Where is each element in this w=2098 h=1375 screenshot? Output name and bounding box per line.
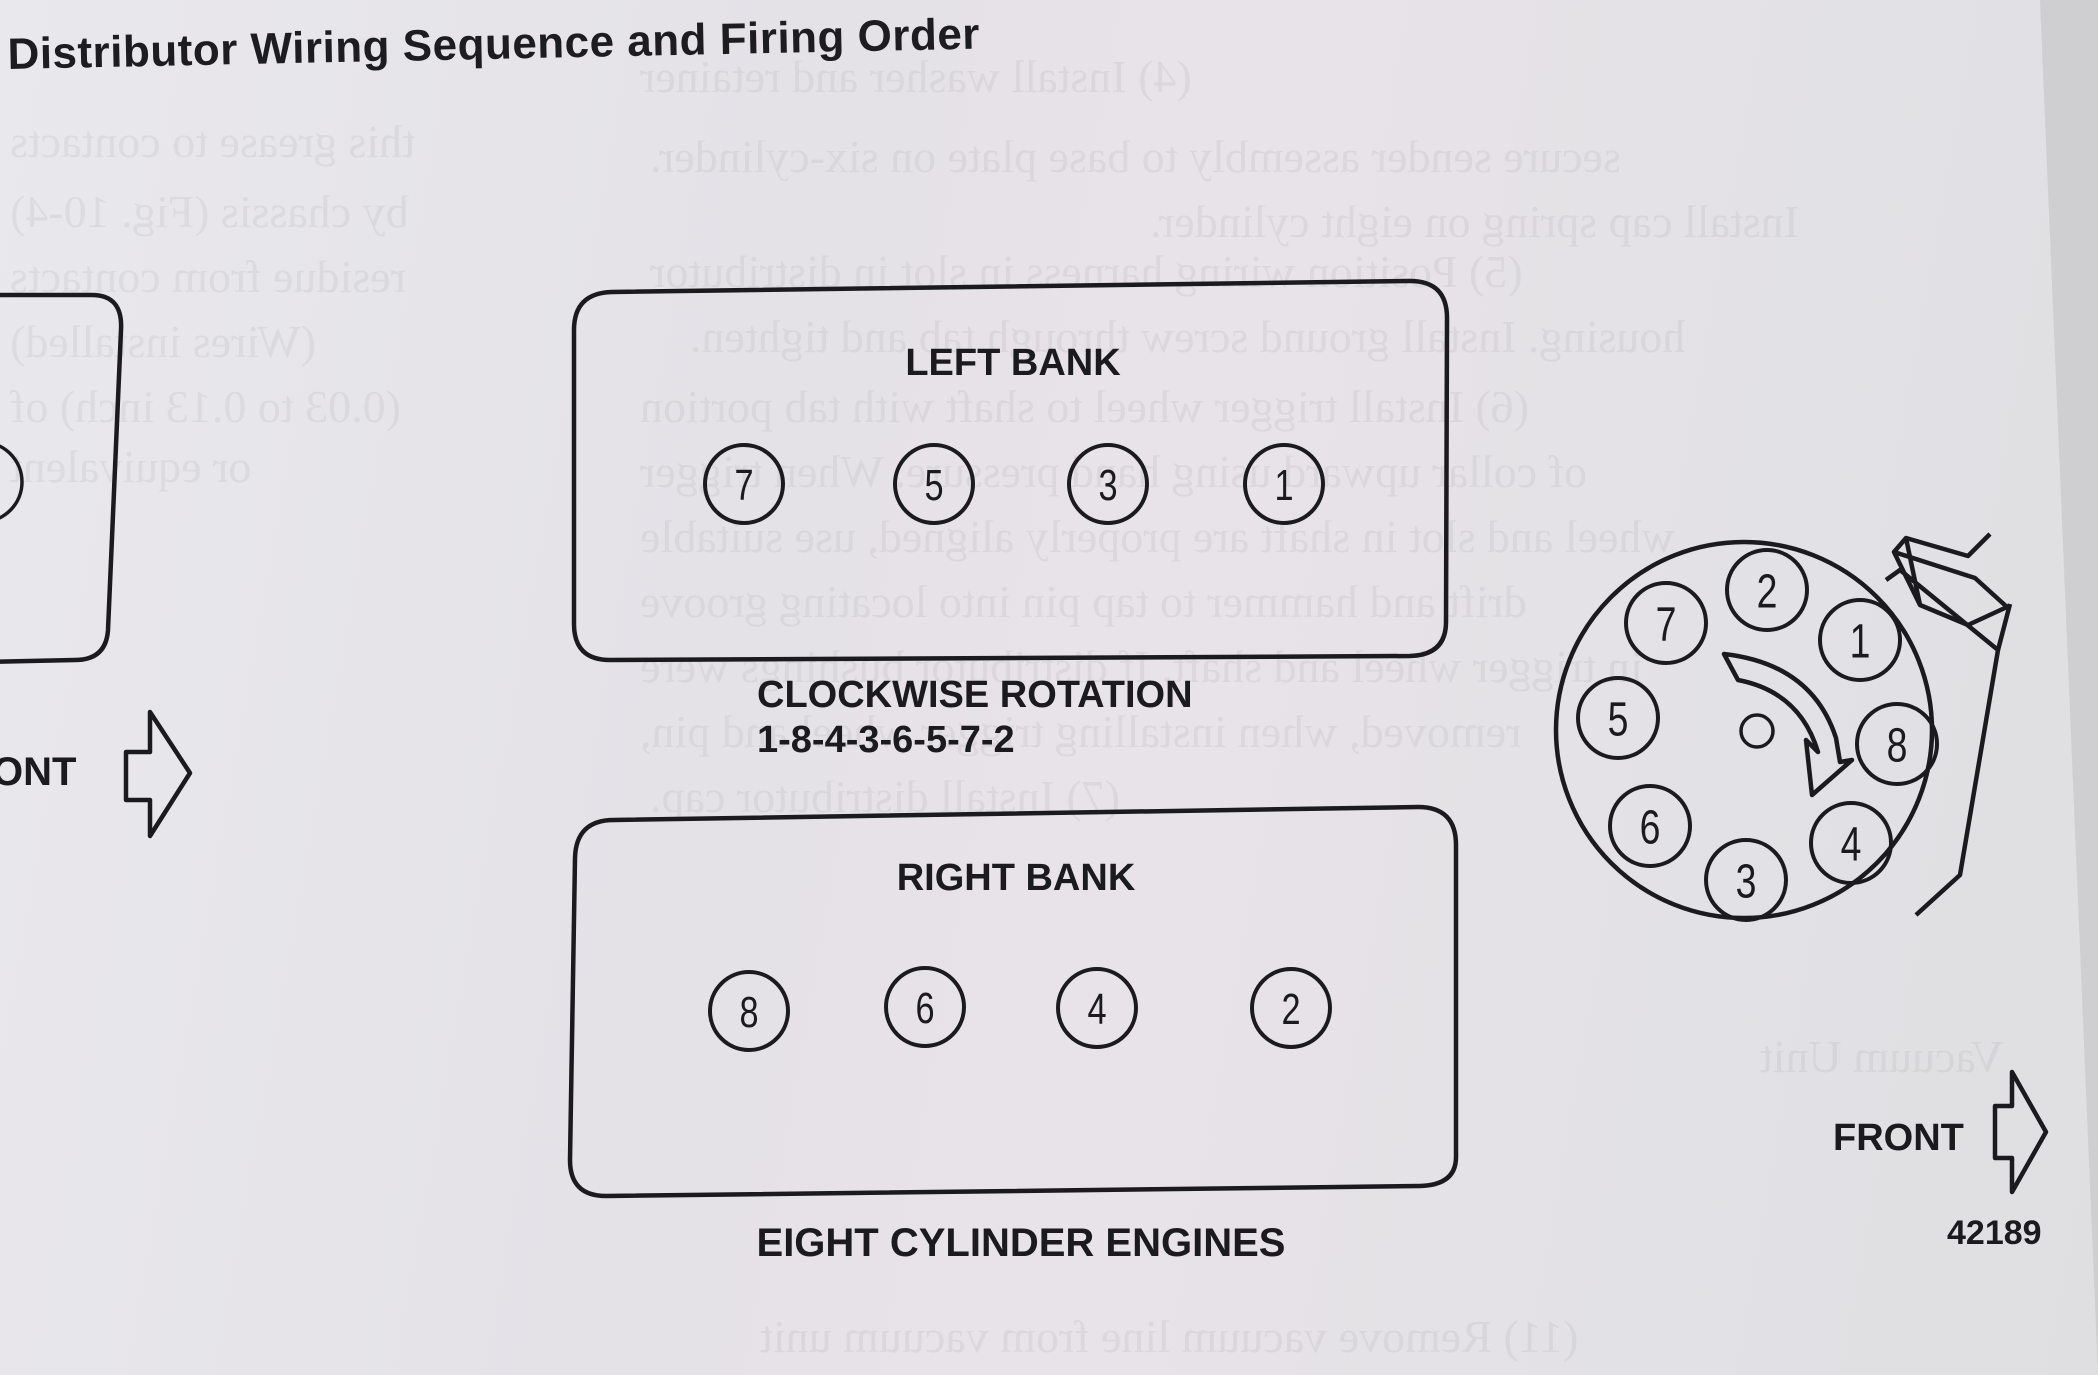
left-bank-label: LEFT BANK xyxy=(905,342,1121,384)
right-bank-cylinder-6: 6 xyxy=(884,966,966,1048)
distributor-terminal-4-circle xyxy=(1809,801,1893,885)
right-bank-cylinder-2: 2 xyxy=(1250,967,1332,1049)
left-bank-cylinder-7: 7 xyxy=(703,443,785,525)
distributor-terminal-8-number: 8 xyxy=(1887,719,1908,773)
distributor-terminal-1: 1 xyxy=(1818,598,1902,682)
front-label: FRONT xyxy=(1833,1117,1964,1159)
left-bank-cylinder-3: 3 xyxy=(1067,443,1149,525)
distributor-terminal-6-number: 6 xyxy=(1640,801,1661,855)
distributor-terminal-4-number: 4 xyxy=(1841,818,1862,872)
distributor-terminal-3-circle xyxy=(1704,838,1788,922)
right-bank-cylinder-4-circle xyxy=(1056,967,1138,1049)
distributor-terminal-4: 4 xyxy=(1809,801,1893,885)
distributor-terminal-1-circle xyxy=(1818,598,1902,682)
right-bank-cylinder-6-number: 6 xyxy=(915,984,934,1033)
distributor-terminal-5-circle xyxy=(1576,676,1660,760)
vacuum-advance-body xyxy=(1891,549,2010,628)
distributor-terminal-6: 6 xyxy=(1608,784,1692,868)
right-bank-cylinder-4: 4 xyxy=(1056,967,1138,1049)
figure-number: 42189 xyxy=(1947,1214,2042,1252)
right-bank-cylinder-2-number: 2 xyxy=(1281,985,1300,1034)
distributor-terminal-3-number: 3 xyxy=(1736,855,1757,909)
right-bank-box xyxy=(567,804,1459,1199)
left-bank-cylinder-7-number: 7 xyxy=(734,461,753,510)
distributor-terminal-1-number: 1 xyxy=(1850,615,1871,669)
clockwise-rotation-arrow-icon xyxy=(1721,651,1855,798)
firing-order: 1-8-4-3-6-5-7-2 xyxy=(757,719,1015,761)
distributor-center-pin xyxy=(1739,713,1775,749)
left-bank-cylinder-1: 1 xyxy=(1243,443,1325,525)
left-bank-cylinder-1-circle xyxy=(1243,443,1325,525)
distributor-terminal-7-number: 7 xyxy=(1656,598,1677,652)
front-label-partial: ONT xyxy=(0,750,76,794)
right-bank-cylinder-8: 8 xyxy=(708,970,790,1052)
left-bank-box xyxy=(571,278,1450,663)
distributor-terminal-2-number: 2 xyxy=(1757,565,1778,619)
right-bank-cylinder-4-number: 4 xyxy=(1087,985,1106,1034)
partial-cylinder-circle xyxy=(0,444,24,520)
distributor-terminal-5: 5 xyxy=(1576,676,1660,760)
right-bank-cylinder-8-circle xyxy=(708,970,790,1052)
right-bank-cylinder-8-number: 8 xyxy=(739,988,758,1037)
distributor-terminal-2-circle xyxy=(1725,548,1809,632)
distributor-terminal-7-circle xyxy=(1624,581,1708,665)
rotation-direction: CLOCKWISE ROTATION xyxy=(757,674,1193,716)
right-bank-cylinder-2-circle xyxy=(1250,967,1332,1049)
distributor-terminal-8: 8 xyxy=(1855,702,1939,786)
front-arrow-left-icon xyxy=(123,709,193,839)
partial-engine-box xyxy=(0,292,124,664)
distributor-terminal-8-circle xyxy=(1855,702,1939,786)
distributor-terminal-6-circle xyxy=(1608,784,1692,868)
right-bank-cylinder-6-circle xyxy=(884,966,966,1048)
distributor-terminal-7: 7 xyxy=(1624,581,1708,665)
left-bank-cylinder-7-circle xyxy=(703,443,785,525)
left-bank-cylinder-5-circle xyxy=(893,443,975,525)
figure-caption: EIGHT CYLINDER ENGINES xyxy=(757,1221,1286,1265)
left-bank-cylinder-3-number: 3 xyxy=(1098,461,1117,510)
right-bank-label: RIGHT BANK xyxy=(897,857,1136,899)
distributor-terminal-3: 3 xyxy=(1704,838,1788,922)
distributor-terminal-5-number: 5 xyxy=(1608,693,1629,747)
left-bank-cylinder-1-number: 1 xyxy=(1274,461,1293,510)
distributor-terminal-2: 2 xyxy=(1725,548,1809,632)
left-bank-cylinder-5: 5 xyxy=(893,443,975,525)
front-arrow-icon xyxy=(1992,1069,2049,1195)
left-bank-cylinder-5-number: 5 xyxy=(924,461,943,510)
left-bank-cylinder-3-circle xyxy=(1067,443,1149,525)
